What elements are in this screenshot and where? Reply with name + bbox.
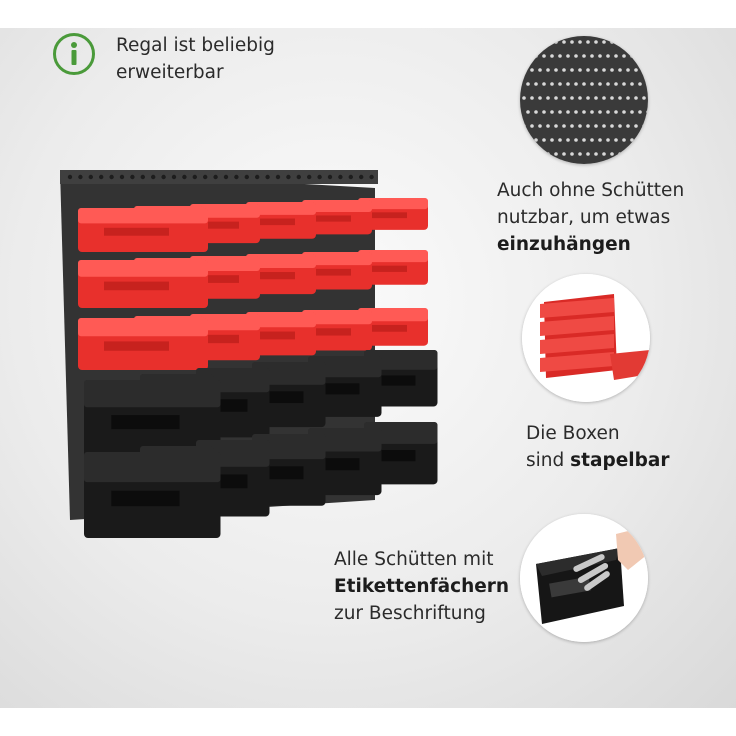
storage-bin bbox=[302, 310, 372, 351]
storage-bin bbox=[358, 250, 428, 285]
feature-stack-text: Die Boxen sind stapelbar bbox=[526, 420, 669, 474]
info-icon bbox=[53, 33, 95, 75]
circle-label-bin bbox=[520, 514, 648, 642]
info-note: Regal ist beliebig erweiterbar bbox=[116, 32, 275, 86]
storage-bin bbox=[302, 252, 372, 290]
feature-stack-bold: stapelbar bbox=[570, 450, 670, 471]
feature-stack-line1: Die Boxen bbox=[526, 423, 620, 444]
feature-hang-text: Auch ohne Schütten nutzbar, um etwas ein… bbox=[497, 177, 684, 258]
storage-bin bbox=[358, 198, 428, 230]
storage-bin bbox=[78, 318, 208, 370]
storage-bin bbox=[358, 308, 428, 346]
wall-rack-illustration bbox=[60, 170, 438, 538]
storage-bin bbox=[246, 202, 316, 239]
storage-bin bbox=[246, 312, 316, 356]
feature-labels-line1: Alle Schütten mit bbox=[334, 549, 494, 570]
feature-stack-prefix: sind bbox=[526, 450, 571, 471]
storage-bin bbox=[364, 422, 438, 485]
feature-hang-line2: nutzbar, um etwas bbox=[497, 207, 671, 228]
circle-perforated-panel bbox=[520, 36, 648, 164]
storage-bin bbox=[84, 452, 221, 538]
storage-bin bbox=[308, 428, 382, 496]
feature-hang-bold: einzuhängen bbox=[497, 234, 631, 255]
storage-bin bbox=[78, 208, 208, 252]
storage-bin bbox=[308, 356, 382, 417]
feature-labels-text: Alle Schütten mit Etikettenfächern zur B… bbox=[334, 546, 509, 627]
storage-bin bbox=[84, 380, 221, 458]
storage-bin bbox=[252, 362, 326, 428]
info-note-line2: erweiterbar bbox=[116, 62, 224, 83]
feature-labels-bold: Etikettenfächern bbox=[334, 576, 510, 597]
storage-bin bbox=[364, 350, 438, 407]
storage-bin bbox=[252, 434, 326, 506]
storage-bin bbox=[302, 200, 372, 235]
feature-hang-line1: Auch ohne Schütten bbox=[497, 180, 685, 201]
feature-labels-line3: zur Beschriftung bbox=[334, 603, 486, 624]
circle-stacked-boxes bbox=[522, 274, 650, 402]
info-note-line1: Regal ist beliebig bbox=[116, 35, 275, 56]
storage-bin bbox=[78, 260, 208, 308]
storage-bin bbox=[246, 254, 316, 295]
